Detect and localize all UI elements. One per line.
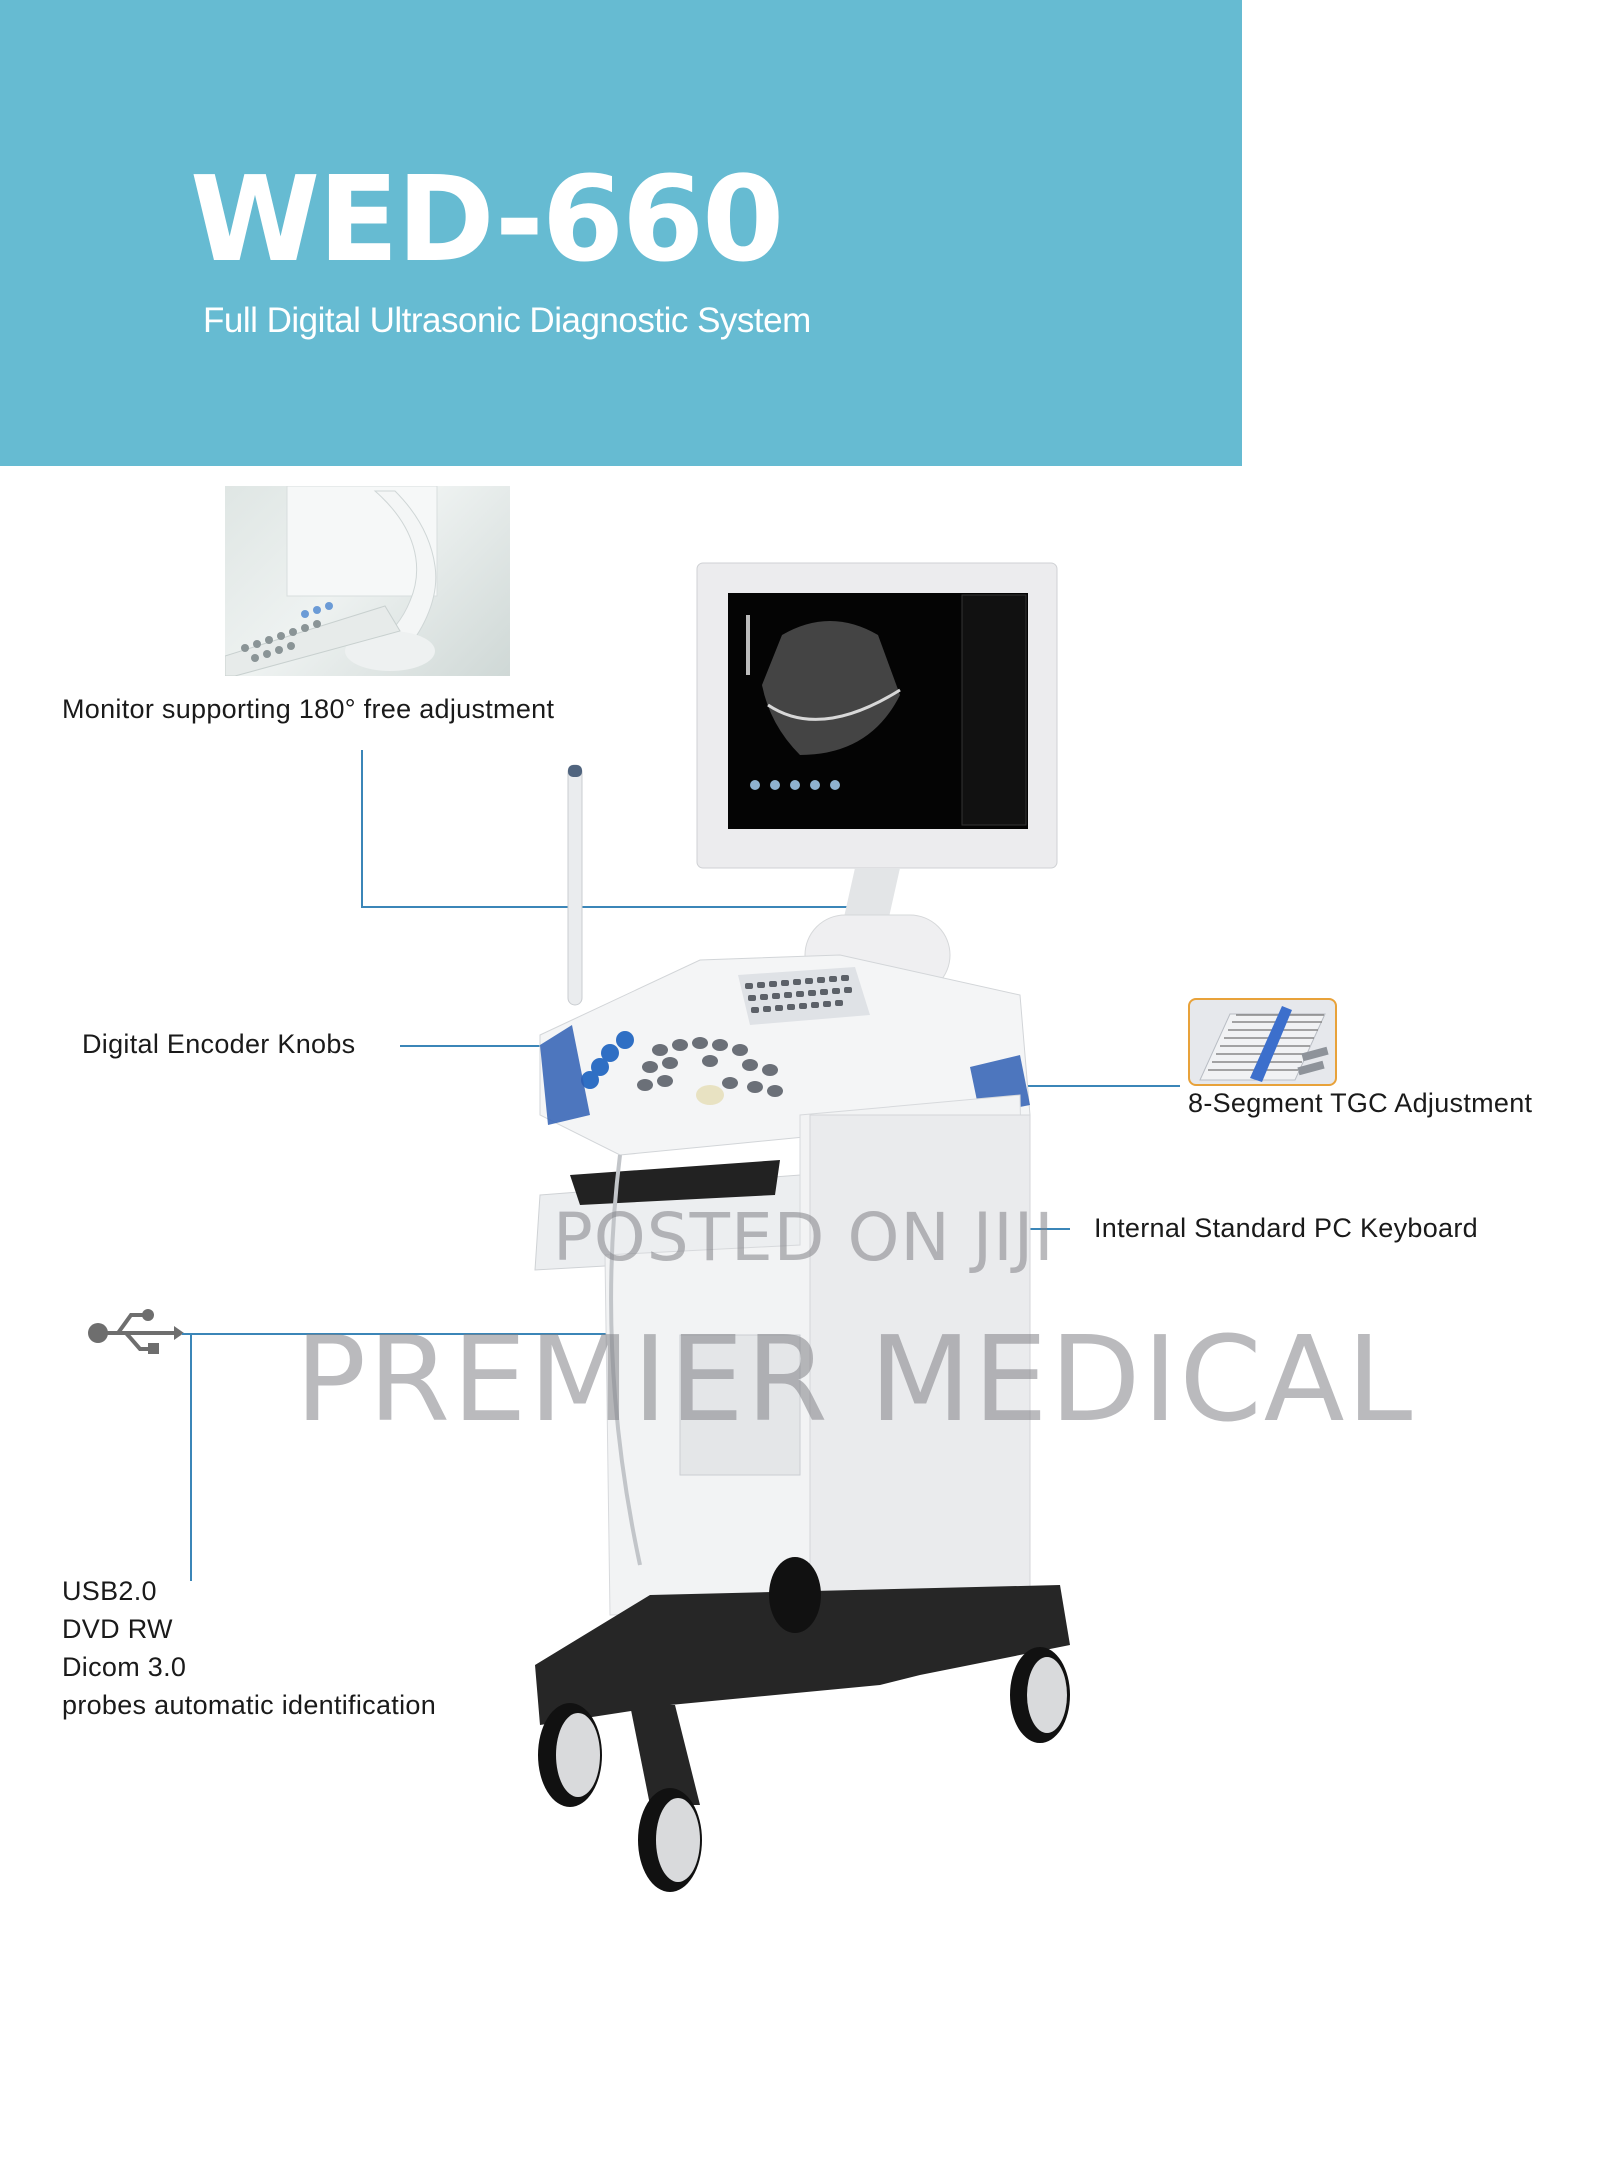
product-subtitle: Full Digital Ultrasonic Diagnostic Syste… xyxy=(203,301,811,340)
monitor-arm-thumbnail xyxy=(225,486,510,676)
watermark-posted-on: POSTED ON JIJI xyxy=(553,1199,1055,1276)
watermark-seller: PREMIER MEDICAL xyxy=(295,1310,1415,1448)
connectivity-item: Dicom 3.0 xyxy=(62,1652,187,1682)
keyboard-feature-label: Internal Standard PC Keyboard xyxy=(1094,1213,1478,1243)
connectivity-item: probes automatic identification xyxy=(62,1690,437,1720)
ultrasound-trolley-image xyxy=(500,555,1120,1905)
usb-callout-line-horizontal xyxy=(182,1333,682,1335)
header-banner xyxy=(0,0,1242,466)
connectivity-item: DVD RW xyxy=(62,1614,173,1644)
connectivity-item: USB2.0 xyxy=(62,1576,157,1606)
knobs-callout-line xyxy=(400,1045,575,1047)
knobs-feature-label: Digital Encoder Knobs xyxy=(82,1029,356,1059)
tgc-thumbnail xyxy=(1188,998,1337,1086)
monitor-feature-label: Monitor supporting 180° free adjustment xyxy=(62,694,555,724)
connectivity-list: USB2.0 DVD RW Dicom 3.0 probes automatic… xyxy=(62,1578,436,1719)
monitor-callout-line-vertical xyxy=(361,750,363,908)
product-title: WED-660 xyxy=(190,150,784,288)
monitor-callout-line-horizontal xyxy=(361,906,857,908)
tgc-callout-line xyxy=(935,1085,1180,1087)
usb-icon xyxy=(86,1305,186,1355)
usb-callout-line-vertical xyxy=(190,1333,192,1581)
tgc-feature-label: 8-Segment TGC Adjustment xyxy=(1188,1088,1533,1118)
